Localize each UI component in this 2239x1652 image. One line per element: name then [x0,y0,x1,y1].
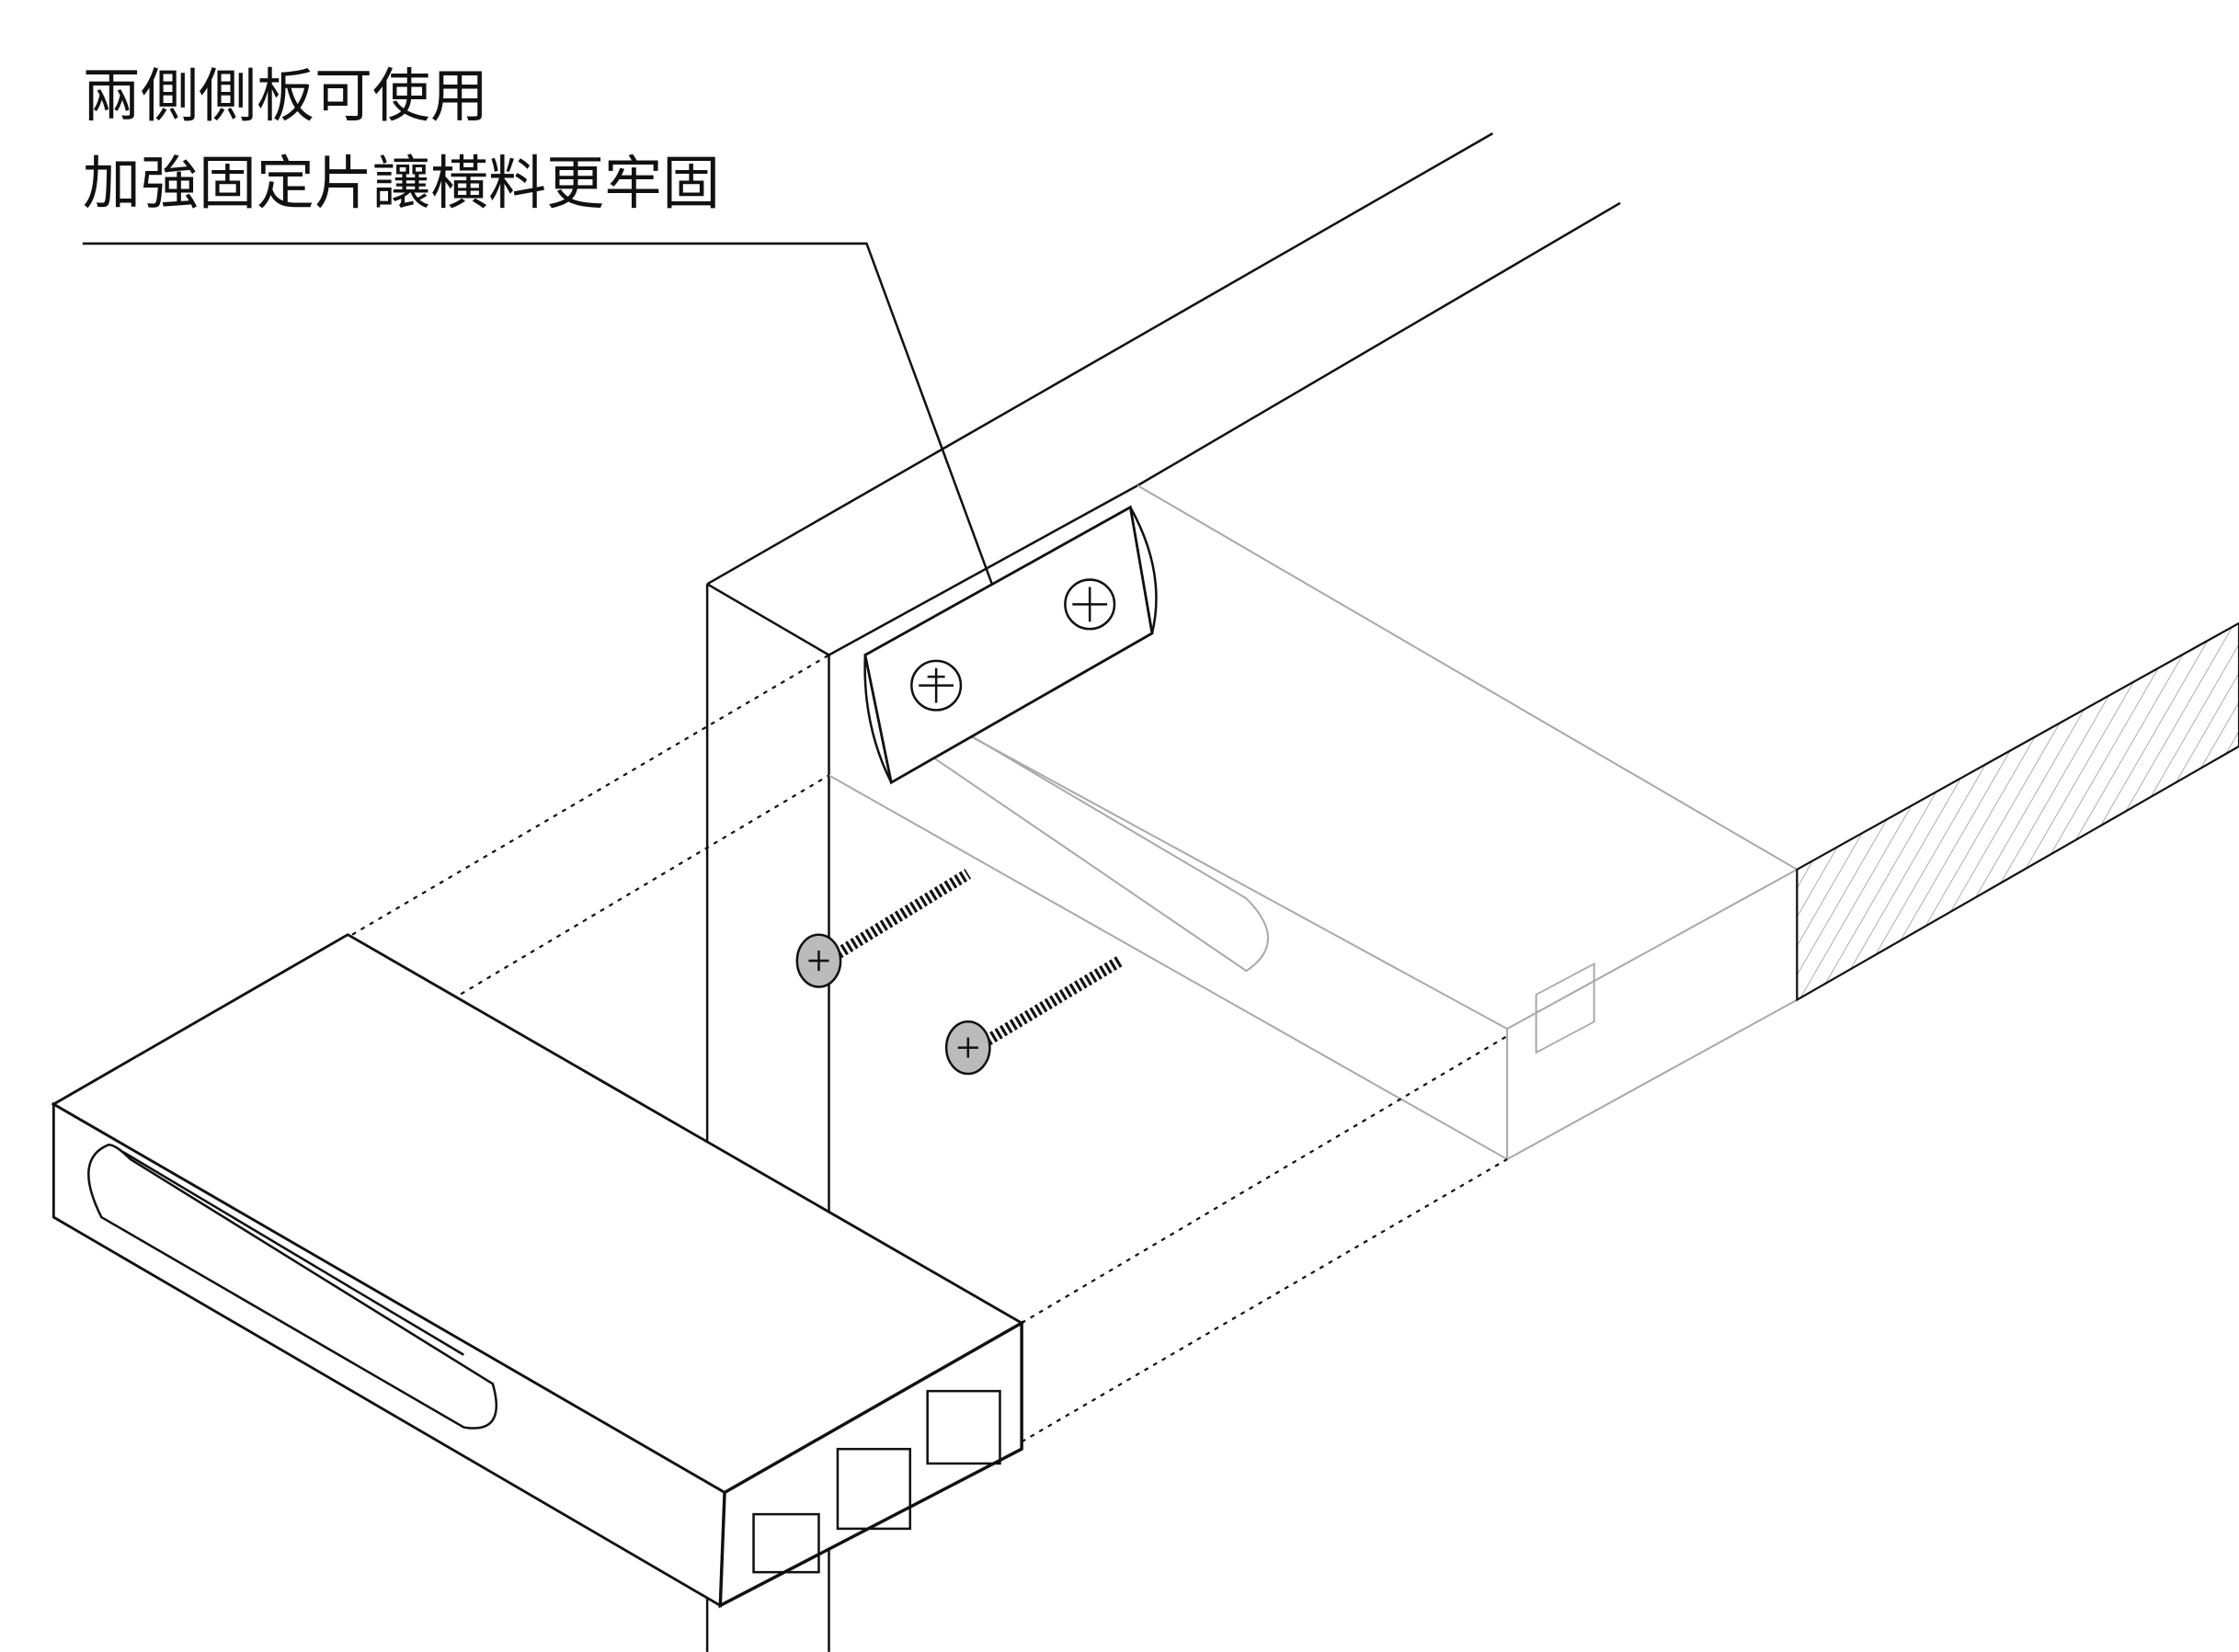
side-rail-piece [51,933,1024,1609]
bracket-screw-icon [910,578,1116,712]
leader-line [82,242,1011,634]
annotation-line-2: 加強固定片讓橫料更牢固 [83,149,720,217]
reinforcement-bracket [863,505,1158,785]
annotation-line-1: 兩側側板可使用 [83,62,488,130]
beam-section-hatched [1796,621,2239,1002]
screw-2 [944,955,1124,1076]
top-beam [706,132,1621,656]
alignment-guides [351,654,1508,1443]
screw-1 [795,869,972,988]
